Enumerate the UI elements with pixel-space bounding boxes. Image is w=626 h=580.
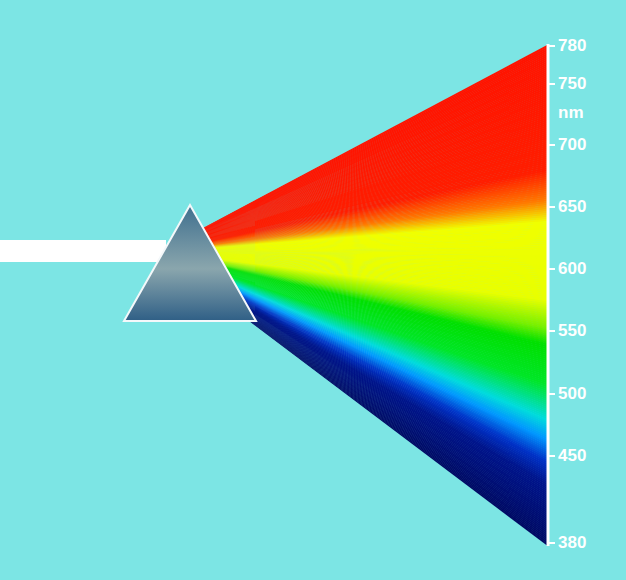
scale-tick: [548, 45, 555, 47]
wavelength-label: 550: [558, 321, 586, 341]
spectrum-band: [203, 286, 547, 546]
wavelength-label: 500: [558, 384, 586, 404]
spectrum-band: [203, 245, 547, 252]
scale-tick: [548, 268, 555, 270]
wavelength-label: 650: [558, 197, 586, 217]
spectrum-band: [203, 241, 547, 251]
unit-label: nm: [558, 103, 584, 123]
scale-ticks: [548, 46, 555, 543]
scale-tick: [548, 83, 555, 85]
spectrum-fan: [203, 45, 547, 546]
spectrum-band: [203, 243, 547, 252]
scale-tick: [548, 144, 555, 146]
scale-tick: [548, 455, 555, 457]
scale-tick: [548, 330, 555, 332]
spectrum-band: [203, 239, 547, 251]
wavelength-label: 780: [558, 36, 586, 56]
scale-tick: [548, 542, 555, 544]
wavelength-label: 750: [558, 74, 586, 94]
wavelength-label: 450: [558, 446, 586, 466]
wavelength-label: 700: [558, 135, 586, 155]
scale-tick: [548, 206, 555, 208]
glass-prism: [124, 205, 256, 321]
white-light-beam: [0, 240, 166, 262]
wavelength-label: 600: [558, 259, 586, 279]
scale-axis: [547, 44, 550, 546]
wavelength-label: 380: [558, 533, 586, 553]
scale-tick: [548, 393, 555, 395]
